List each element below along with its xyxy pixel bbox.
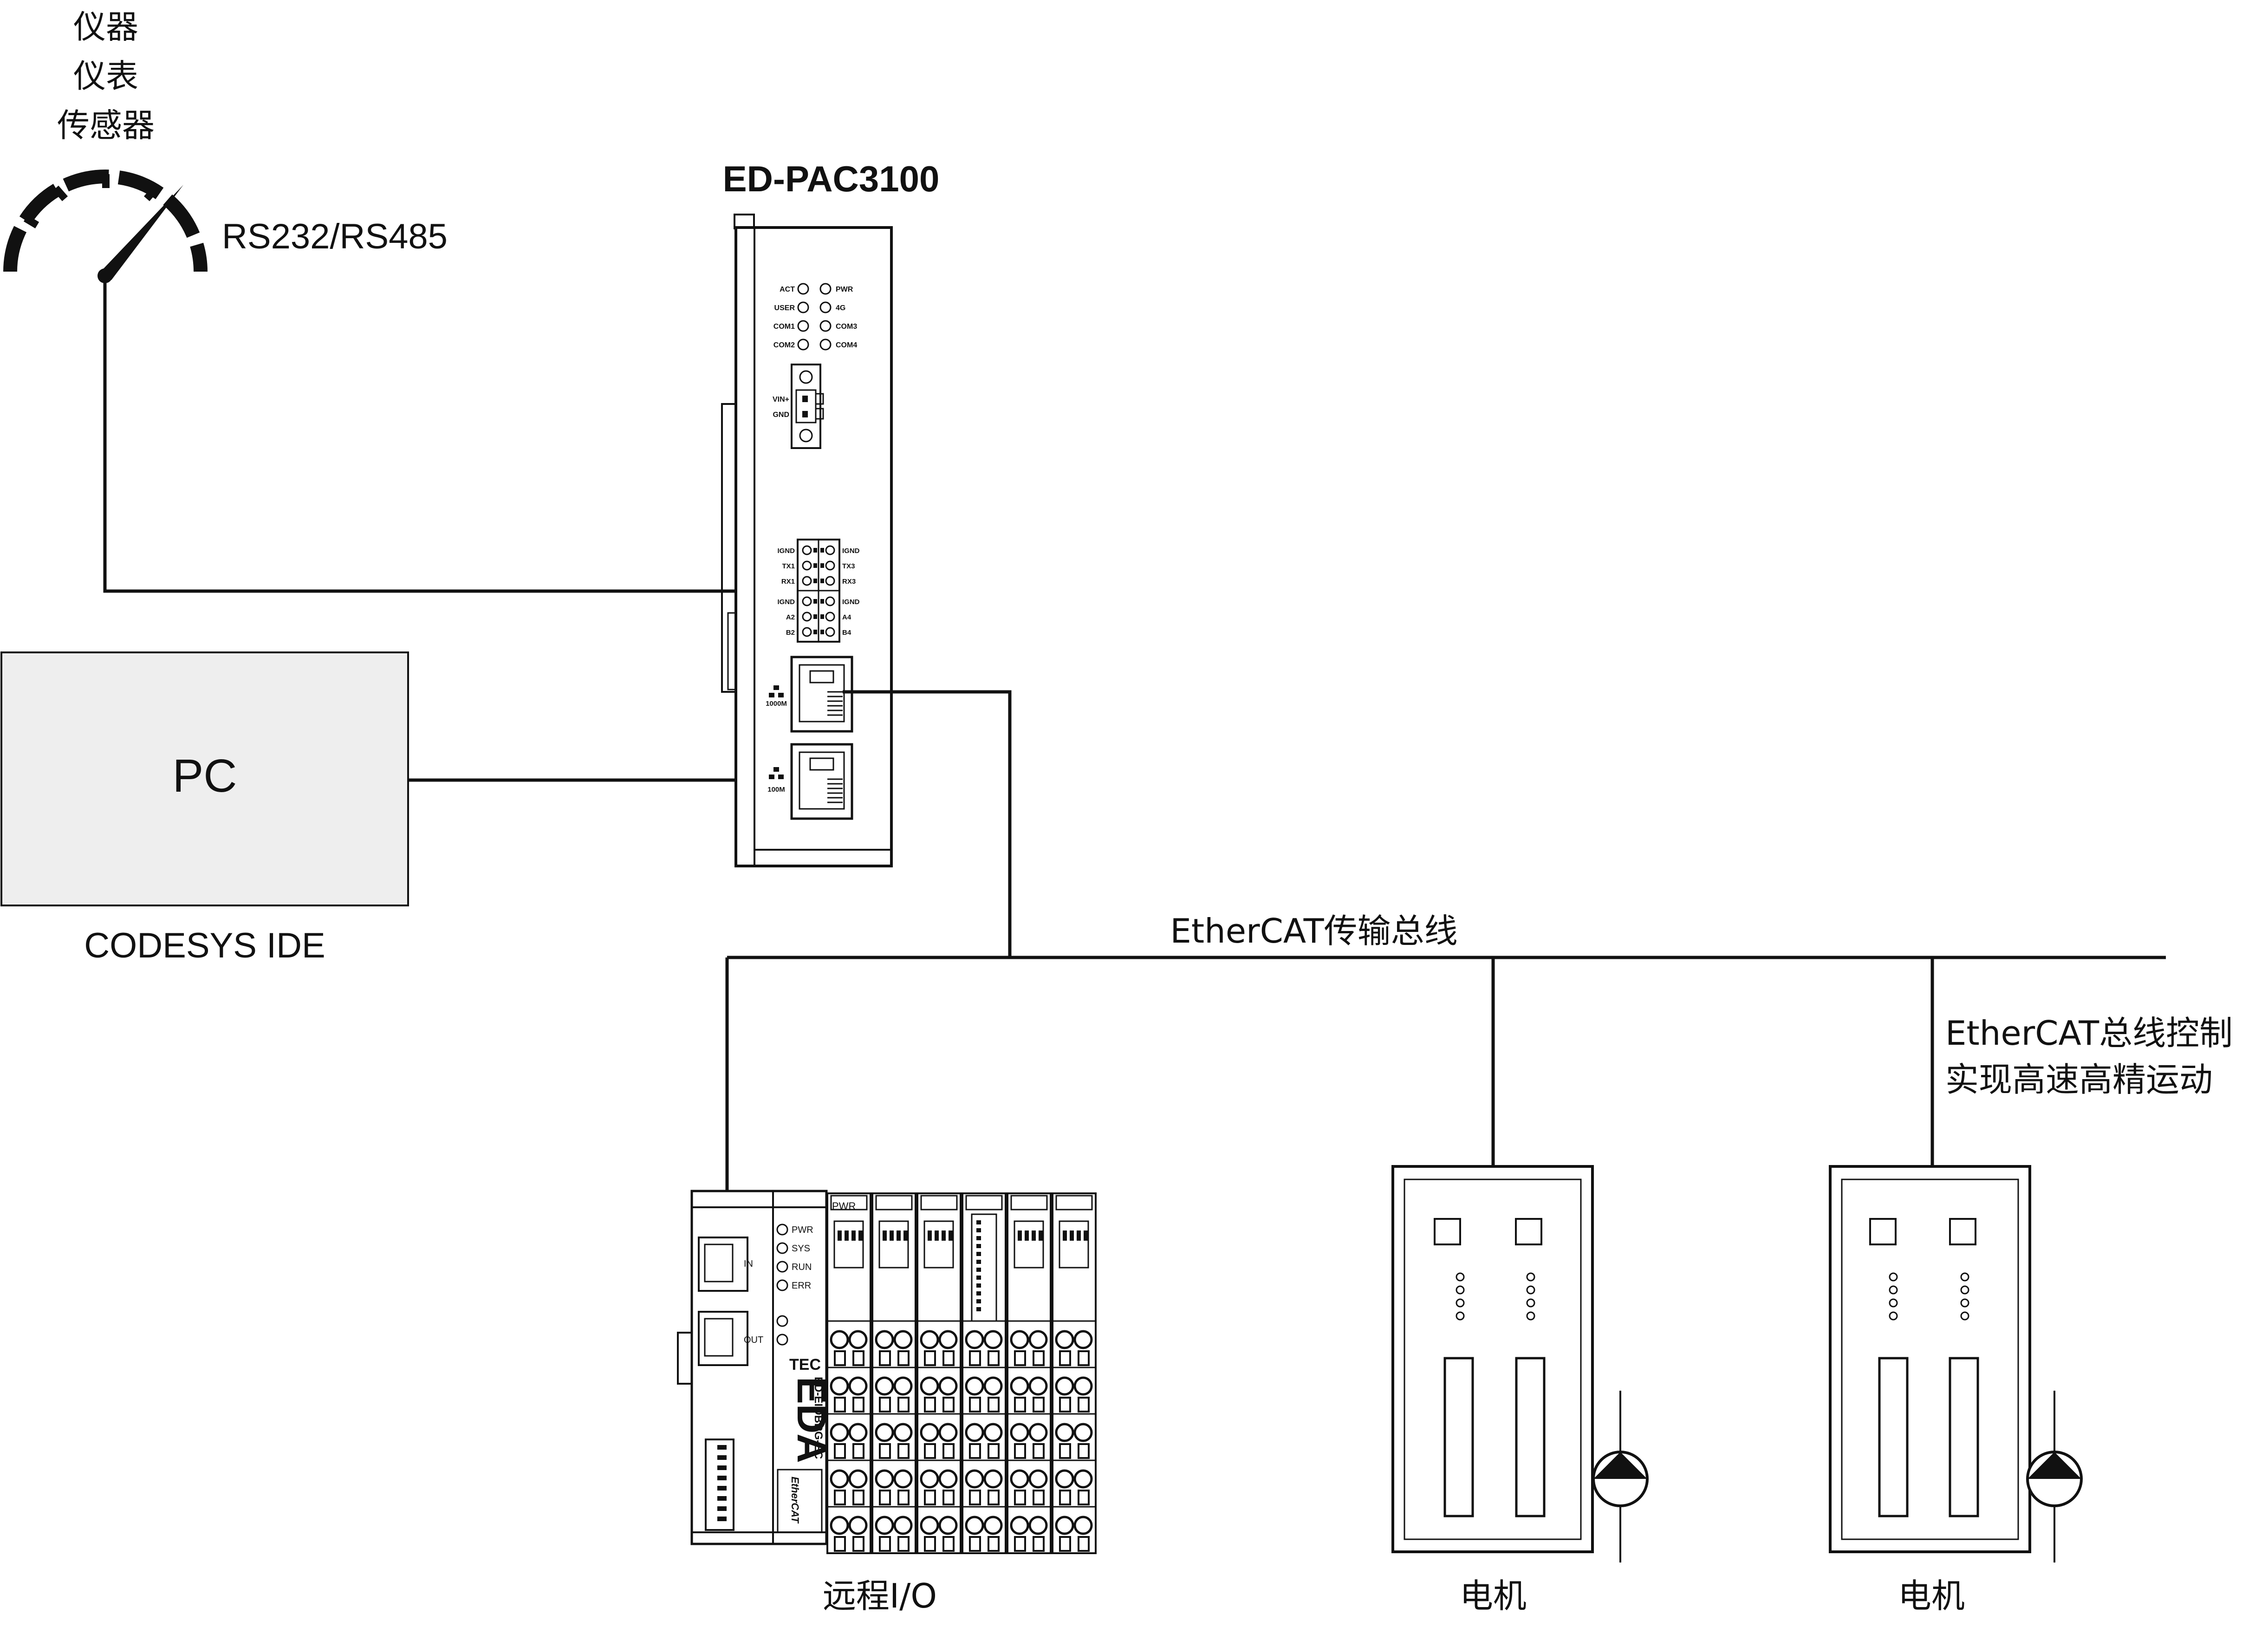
power-pin-vin: VIN+ bbox=[773, 396, 789, 404]
serial-right-pin-5: A4 bbox=[842, 613, 851, 621]
led-label-4g: 4G bbox=[836, 304, 845, 312]
eth-1000m-label: 1000M bbox=[766, 700, 787, 708]
ethercat-uplink-wire bbox=[843, 690, 1012, 957]
remote-io-led-pwr: PWR bbox=[792, 1225, 813, 1235]
io-module-slice bbox=[1007, 1192, 1052, 1554]
ethercat-bus-label: EtherCAT传输总线 bbox=[1170, 911, 1457, 950]
serial-left-pin-1: IGND bbox=[778, 547, 795, 555]
serial-terminal-block: IGND TX1 RX1 IGND A2 B2 IGND TX3 RX3 IGN… bbox=[778, 539, 860, 643]
io-module-slice bbox=[1052, 1192, 1097, 1554]
sensor-label-line-2: 仪表 bbox=[73, 57, 138, 95]
io-module-slice bbox=[962, 1192, 1007, 1554]
led-label-pwr: PWR bbox=[836, 286, 853, 293]
led-label-com3: COM3 bbox=[836, 323, 857, 331]
serial-left-pin-3: RX1 bbox=[781, 578, 795, 586]
serial-right-pin-2: TX3 bbox=[842, 562, 855, 570]
serial-left-pin-6: B2 bbox=[786, 629, 795, 637]
motor-drive-1 bbox=[1391, 1165, 1649, 1562]
remote-io-caption: 远程I/O bbox=[823, 1576, 937, 1615]
sensor-gauge: 仪器 仪表 传感器 RS232/RS485 bbox=[3, 8, 448, 283]
remote-io-brand-small: TEC bbox=[789, 1356, 821, 1374]
serial-right-pin-1: IGND bbox=[842, 547, 860, 555]
rs232-rs485-label: RS232/RS485 bbox=[222, 217, 448, 256]
serial-left-pin-2: TX1 bbox=[782, 562, 795, 570]
serial-left-pin-4: IGND bbox=[778, 598, 795, 606]
io-module-slice bbox=[871, 1192, 916, 1554]
power-connector: VIN+ GND bbox=[773, 364, 824, 449]
gauge-icon bbox=[3, 169, 208, 283]
pc-box: PC bbox=[0, 651, 409, 906]
ethernet-port-1000m: 1000M bbox=[766, 656, 853, 733]
remote-io-unit: IN OUT PWR SYS RUN ERR TEC EDA ED-EIOBRG… bbox=[677, 1190, 1097, 1554]
eth-100m-label: 100M bbox=[767, 786, 785, 794]
pc-label: PC bbox=[173, 750, 237, 802]
remote-io-led-sys: SYS bbox=[792, 1243, 810, 1254]
network-icon bbox=[769, 685, 784, 697]
codesys-ide-label: CODESYS IDE bbox=[84, 926, 325, 965]
remote-io-led-run: RUN bbox=[792, 1262, 812, 1272]
serial-left-pin-5: A2 bbox=[786, 613, 795, 621]
io-module-rack bbox=[826, 1192, 1097, 1554]
pump-icon bbox=[2026, 1391, 2083, 1562]
motor-2-caption: 电机 bbox=[1898, 1576, 1965, 1615]
led-label-com1: COM1 bbox=[773, 323, 795, 331]
serial-right-pin-4: IGND bbox=[842, 598, 860, 606]
led-label-user: USER bbox=[774, 304, 795, 312]
led-label-com4: COM4 bbox=[836, 341, 857, 349]
bus-note-line-1: EtherCAT总线控制 bbox=[1945, 1014, 2233, 1053]
remote-io-ethercat-mark: EtherCAT bbox=[789, 1477, 801, 1523]
bus-note-line-2: 实现高速高精运动 bbox=[1945, 1060, 2213, 1099]
io-module-slice bbox=[916, 1192, 962, 1554]
ethernet-port-100m: 100M bbox=[767, 743, 853, 820]
sensor-label-line-1: 仪器 bbox=[73, 8, 138, 46]
serial-right-pin-6: B4 bbox=[842, 629, 851, 637]
io-module-slice bbox=[826, 1192, 871, 1554]
rs485-wire bbox=[103, 278, 792, 593]
controller-title: ED-PAC3100 bbox=[723, 158, 940, 199]
pump-icon bbox=[1592, 1391, 1649, 1562]
network-icon bbox=[769, 767, 784, 779]
led-label-act: ACT bbox=[780, 286, 795, 293]
remote-io-port-out: OUT bbox=[744, 1335, 763, 1345]
led-label-com2: COM2 bbox=[773, 341, 795, 349]
io-module-pwr-label: PWR bbox=[832, 1200, 856, 1212]
serial-right-pin-3: RX3 bbox=[842, 578, 856, 586]
motor-1-caption: 电机 bbox=[1460, 1576, 1527, 1615]
sensor-label-line-3: 传感器 bbox=[57, 106, 155, 144]
controller-ed-pac3100: ACT USER COM1 COM2 PWR 4G COM3 COM4 bbox=[721, 214, 893, 867]
remote-io-model: ED-EIOBRG-EC bbox=[812, 1377, 825, 1459]
controller-led-panel: ACT USER COM1 COM2 PWR 4G COM3 COM4 bbox=[773, 283, 857, 351]
power-pin-gnd: GND bbox=[773, 411, 789, 419]
remote-io-led-err: ERR bbox=[792, 1281, 811, 1291]
remote-io-port-in: IN bbox=[744, 1259, 753, 1269]
motor-drive-2 bbox=[1829, 1165, 2083, 1562]
